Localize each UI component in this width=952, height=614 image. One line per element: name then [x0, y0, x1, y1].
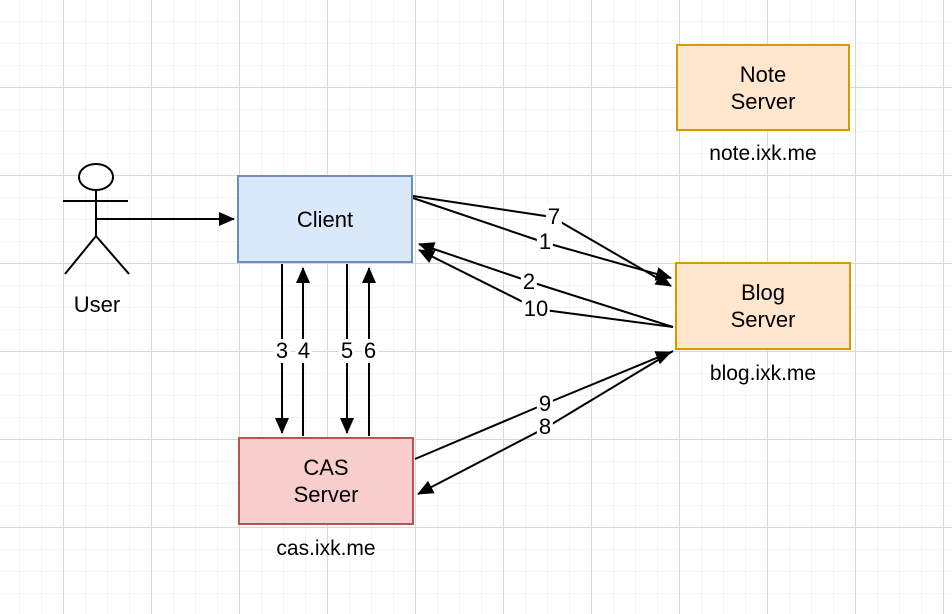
edge-label-1[interactable]: 1 [536, 229, 554, 254]
user-label[interactable]: User [73, 292, 121, 317]
node-blog-label-line2: Server [730, 307, 796, 332]
edge-label-7[interactable]: 7 [545, 204, 563, 229]
edge-label-10[interactable]: 10 [521, 296, 551, 321]
cas-domain-label[interactable]: cas.ixk.me [276, 537, 376, 560]
actor-right-leg [95, 235, 130, 275]
node-client[interactable]: Client [237, 175, 413, 263]
node-cas-label-line2: Server [293, 482, 359, 507]
node-client-label: Client [296, 206, 354, 232]
actor-left-leg [64, 235, 97, 275]
node-cas-server[interactable]: CAS Server [238, 437, 414, 525]
edge-label-6[interactable]: 6 [361, 338, 379, 363]
edge-label-5[interactable]: 5 [338, 338, 356, 363]
node-note-server[interactable]: Note Server [676, 44, 850, 131]
node-cas-label-line1: CAS [303, 455, 349, 480]
edge-label-4[interactable]: 4 [295, 338, 313, 363]
edge-label-3[interactable]: 3 [273, 338, 291, 363]
edge-label-9[interactable]: 9 [536, 391, 554, 416]
node-blog-label-line1: Blog [740, 280, 786, 305]
note-domain-label[interactable]: note.ixk.me [709, 142, 817, 165]
edge-label-8[interactable]: 8 [536, 414, 554, 439]
node-note-label-line1: Note [739, 61, 787, 87]
edge-label-2[interactable]: 2 [520, 269, 538, 294]
node-blog-server[interactable]: Blog Server [675, 262, 851, 350]
actor-head [78, 163, 114, 191]
blog-domain-label[interactable]: blog.ixk.me [709, 362, 817, 385]
user-actor[interactable] [63, 163, 130, 275]
node-note-label-line2: Server [730, 88, 796, 114]
